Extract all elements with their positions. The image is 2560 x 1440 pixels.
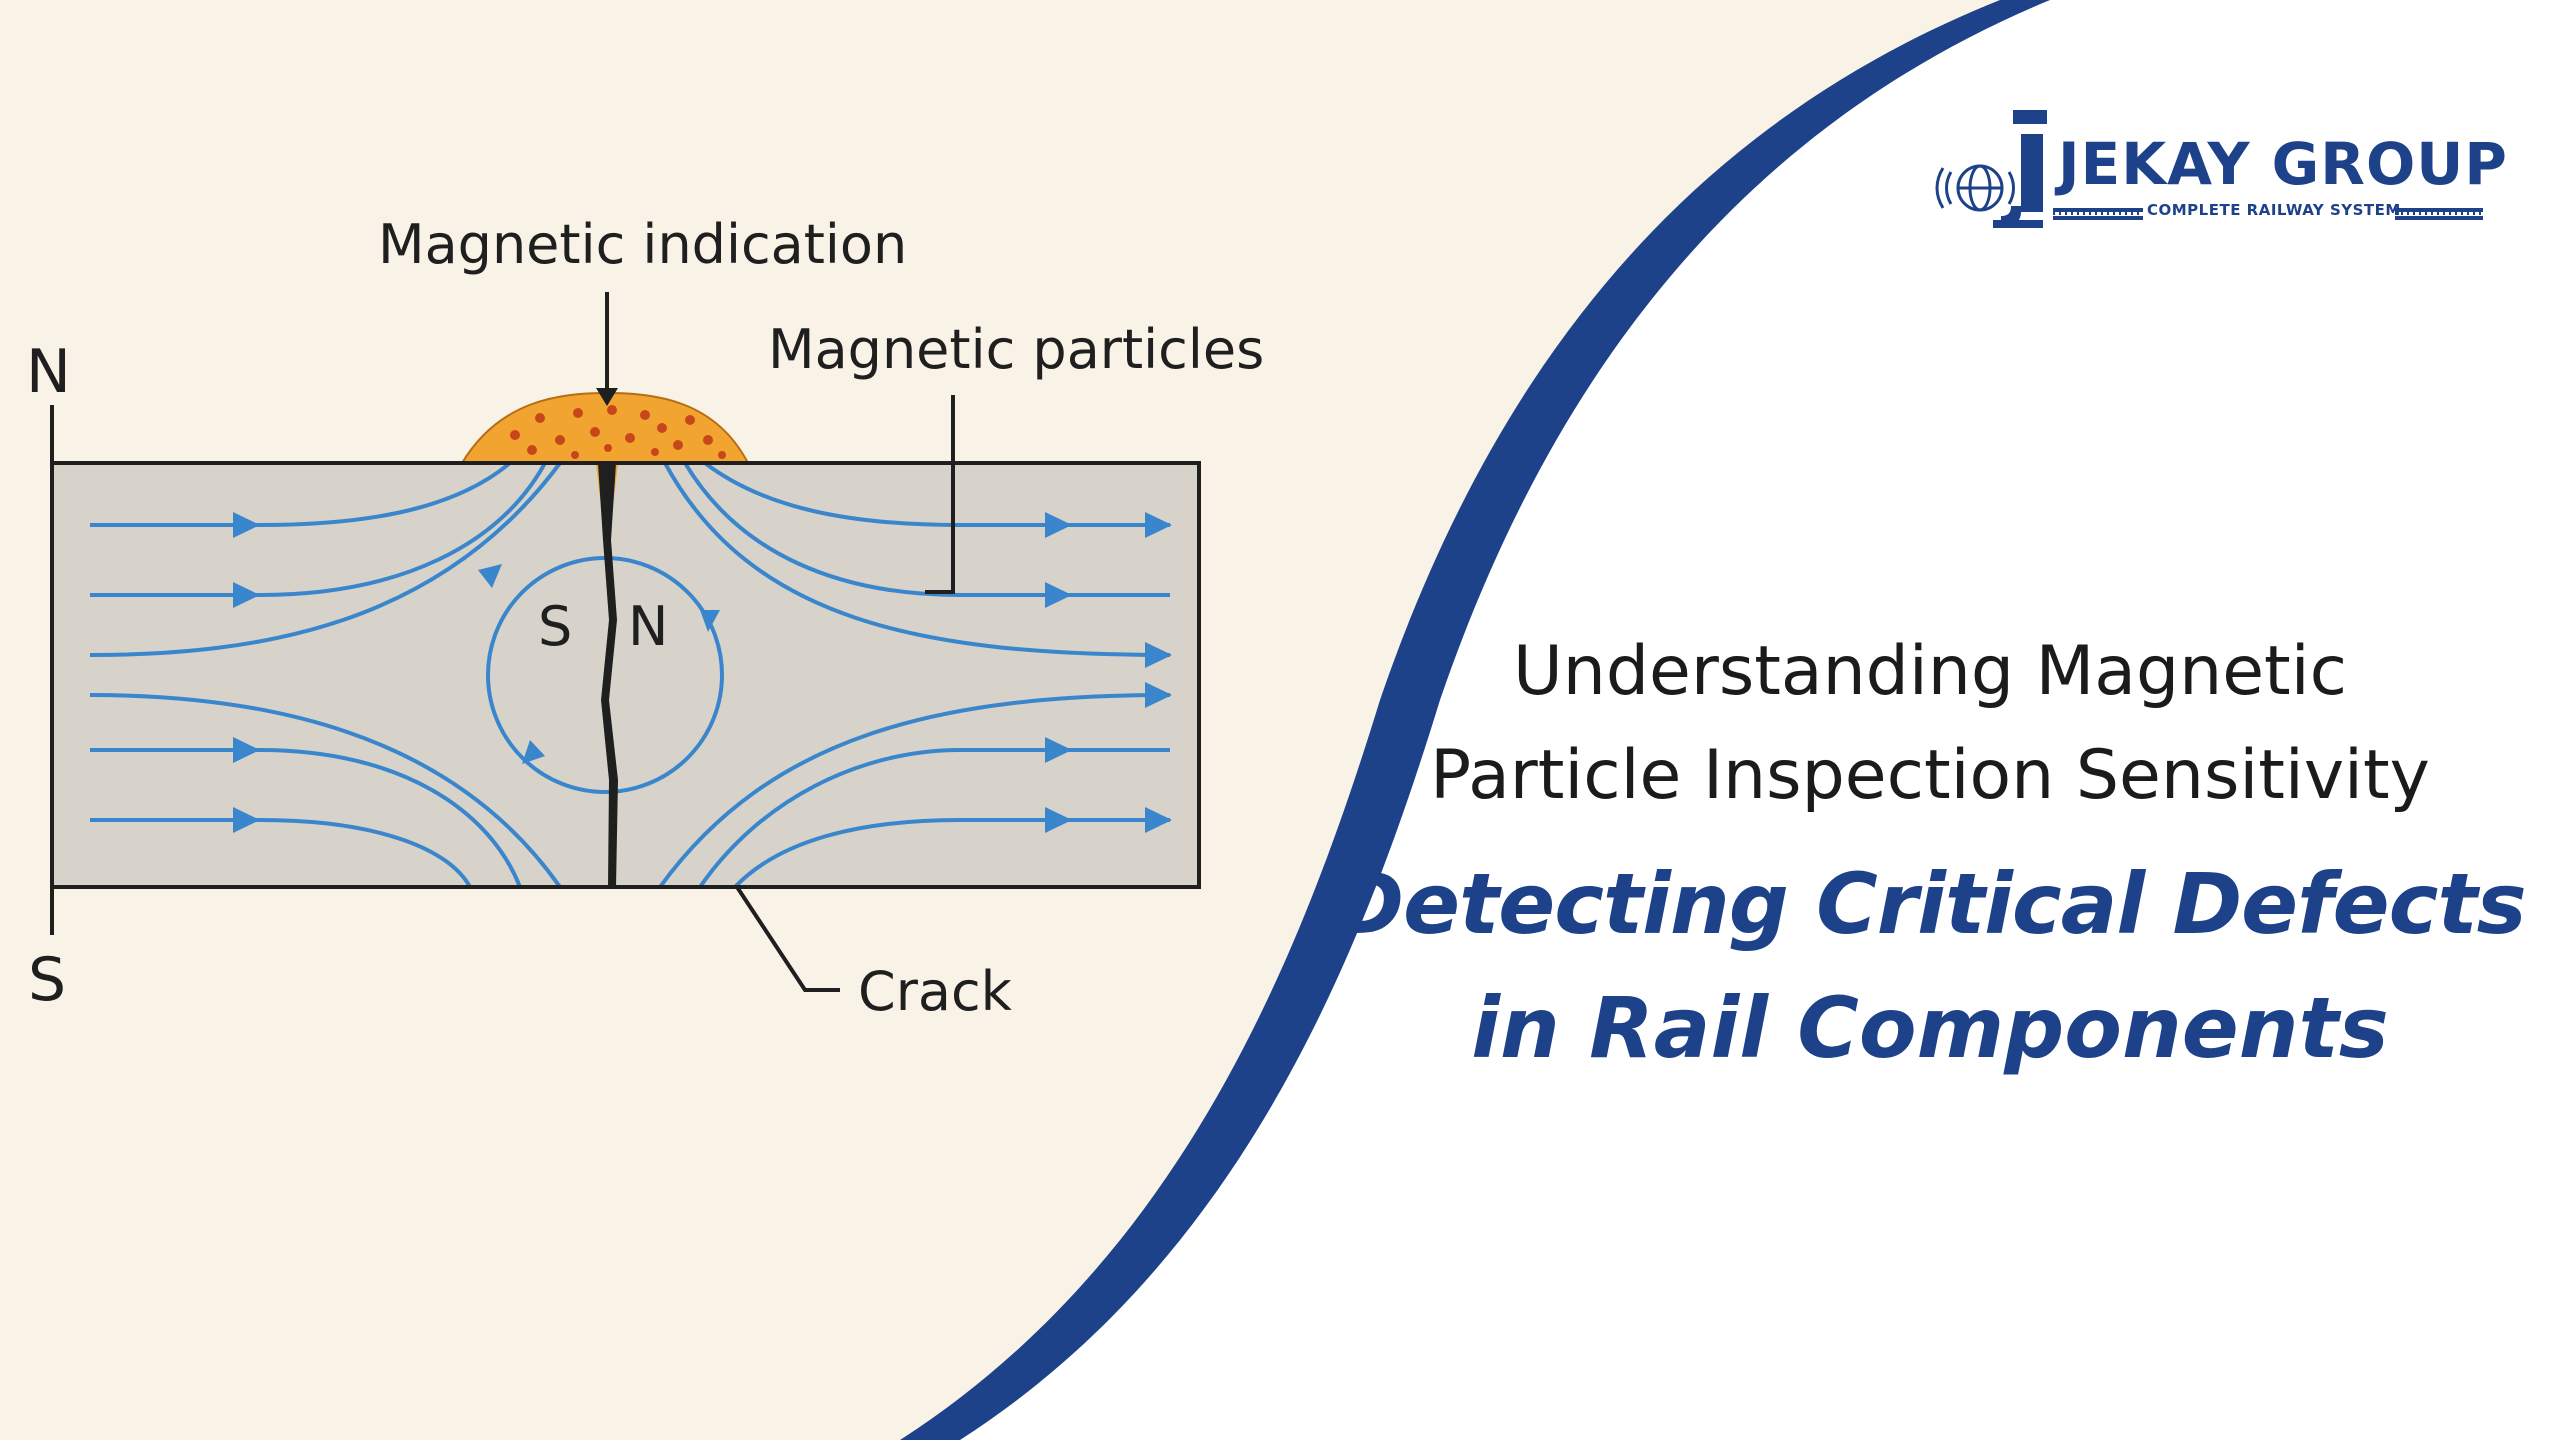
logo-tagline: COMPLETE RAILWAY SYSTEM xyxy=(2147,201,2401,219)
particle-dot xyxy=(590,427,600,437)
particle-dot xyxy=(527,445,537,455)
field-line xyxy=(703,463,1170,527)
field-arrow xyxy=(1045,582,1072,608)
field-line xyxy=(90,463,512,527)
field-line xyxy=(663,463,1171,657)
label-pole-south: S xyxy=(28,945,66,1015)
field-arrow xyxy=(478,564,502,588)
company-logo: JEKAY GROUP COMPLETE RAILWAY SYSTEM xyxy=(1935,108,2507,238)
title-line-2: Particle Inspection Sensitivity xyxy=(1430,736,2430,815)
headline-line-1: Detecting Critical Defects xyxy=(1334,855,2526,953)
crack-leader xyxy=(735,885,840,992)
particle-dot xyxy=(573,408,583,418)
field-line xyxy=(89,463,562,657)
label-local-north: N xyxy=(628,595,668,658)
particle-dot xyxy=(673,440,683,450)
particle-dot xyxy=(657,423,667,433)
label-pole-north: N xyxy=(26,337,71,407)
field-arrow xyxy=(1145,807,1172,833)
field-arrow xyxy=(233,737,260,763)
particle-dot xyxy=(555,435,565,445)
loop-arrow xyxy=(522,740,545,764)
field-lines xyxy=(89,463,1171,887)
field-arrow xyxy=(233,512,260,538)
field-arrow xyxy=(1145,682,1172,708)
particle-dot xyxy=(718,451,726,459)
particle-dot xyxy=(685,415,695,425)
particles-leader xyxy=(925,395,955,594)
particle-mound xyxy=(460,391,750,464)
field-line xyxy=(658,693,1171,887)
particle-dot xyxy=(651,448,659,456)
field-arrow xyxy=(1045,737,1072,763)
label-magnetic-particles: Magnetic particles xyxy=(768,318,1264,381)
field-arrow xyxy=(1145,512,1172,538)
field-arrow xyxy=(233,807,260,833)
field-arrows xyxy=(233,512,1172,833)
loop-arrow xyxy=(700,610,720,632)
label-crack: Crack xyxy=(858,960,1013,1023)
title-line-1: Understanding Magnetic xyxy=(1513,632,2347,711)
field-line xyxy=(90,463,547,597)
particle-dot xyxy=(607,405,617,415)
field-arrow xyxy=(1045,512,1072,538)
track-icon-left xyxy=(2053,208,2143,220)
field-arrow xyxy=(1045,807,1072,833)
particle-dot xyxy=(535,413,545,423)
j-rail-icon xyxy=(1993,110,2047,228)
field-line xyxy=(90,818,472,887)
field-line xyxy=(89,693,562,887)
field-line xyxy=(733,818,1170,887)
particle-dot xyxy=(625,433,635,443)
particle-dot xyxy=(703,435,713,445)
particle-dot xyxy=(510,430,520,440)
title-block: Understanding Magnetic Particle Inspecti… xyxy=(1300,620,2560,1090)
globe-icon xyxy=(1935,164,2015,212)
track-icon-right xyxy=(2395,208,2483,220)
label-local-south: S xyxy=(538,595,572,658)
field-arrow xyxy=(1145,642,1172,668)
field-line xyxy=(698,748,1170,887)
particle-dot xyxy=(604,444,612,452)
crack xyxy=(598,463,618,887)
particle-dots xyxy=(510,405,726,459)
headline-line-2: in Rail Components xyxy=(1471,979,2389,1077)
particle-dot xyxy=(571,451,579,459)
indication-arrowhead xyxy=(596,388,618,406)
specimen-outline xyxy=(50,461,1201,889)
label-magnetic-indication: Magnetic indication xyxy=(378,213,907,276)
logo-mark xyxy=(1935,110,2483,228)
logo-wordmark: JEKAY GROUP xyxy=(2058,130,2508,198)
field-line xyxy=(90,748,522,887)
field-arrow xyxy=(233,582,260,608)
particle-dot xyxy=(640,410,650,420)
